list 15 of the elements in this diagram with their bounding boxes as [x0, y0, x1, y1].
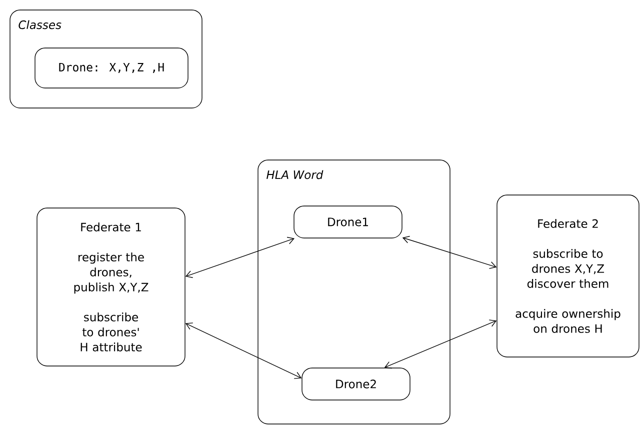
box-text: acquire ownership on drones H — [516, 309, 620, 333]
box-text: subscribe to drones' H attribute — [80, 312, 142, 352]
arrow — [402, 236, 497, 269]
arrow — [384, 320, 497, 369]
box-text: Drone2 — [336, 380, 376, 388]
box-text: Drone1 — [328, 218, 368, 226]
class-text: Drone: X,Y,Z ,H — [59, 63, 164, 73]
arrow — [185, 236, 295, 278]
box-text: register the drones, publish X,Y,Z — [74, 252, 148, 294]
box-title: HLA Word — [266, 170, 324, 180]
box-text: subscribe to drones X,Y,Z discover them — [527, 249, 608, 288]
box-title: Classes — [18, 20, 62, 30]
arrow — [185, 322, 302, 379]
box-title: Federate 2 — [538, 219, 598, 228]
box-title: Federate 1 — [81, 222, 141, 232]
